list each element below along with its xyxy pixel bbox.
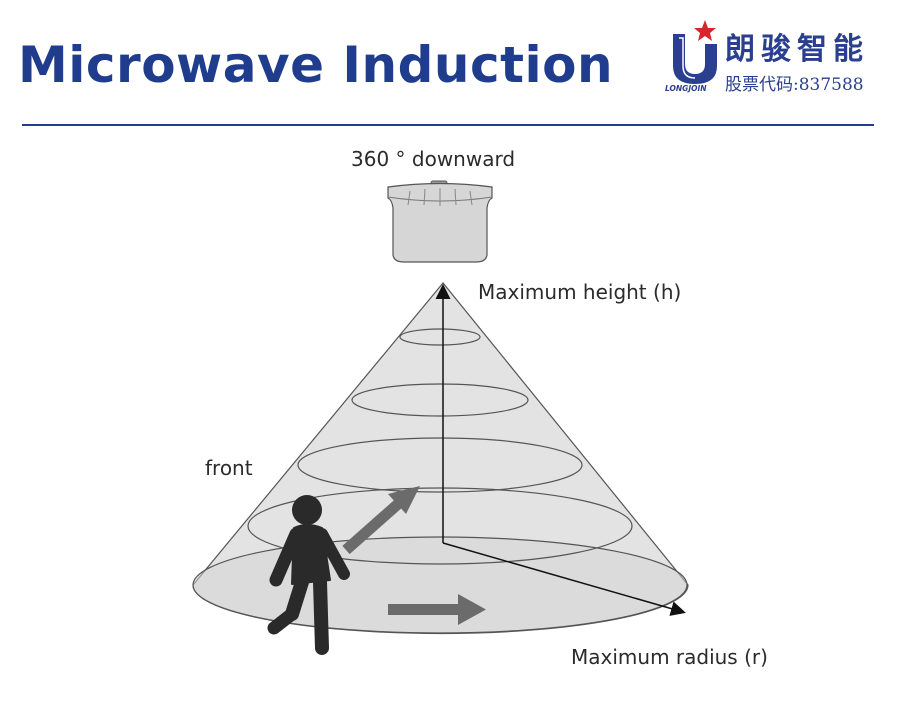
logo-brand-en: LONGJOIN <box>665 84 707 93</box>
radius-label: Maximum radius (r) <box>571 645 768 669</box>
angle-label: 360 ° downward <box>351 147 516 171</box>
radius-axis <box>442 542 686 616</box>
forward-arrow-icon <box>342 486 420 555</box>
front-label: front <box>205 456 253 480</box>
right-arrow-icon <box>388 594 486 625</box>
header-divider <box>22 124 874 126</box>
logo-company-name: 朗骏智能 <box>725 32 869 67</box>
longjoin-u-logo-icon <box>673 20 717 84</box>
microwave-sensor-icon <box>387 180 493 263</box>
page-title: Microwave Induction <box>18 36 614 94</box>
height-label: Maximum height (h) <box>478 280 682 304</box>
company-logo: 朗骏智能 股票代码:837588 LONGJOIN <box>665 18 885 98</box>
logo-stock-code: 股票代码:837588 <box>725 75 864 95</box>
walking-person-icon <box>267 495 350 655</box>
detection-cone <box>192 282 689 635</box>
